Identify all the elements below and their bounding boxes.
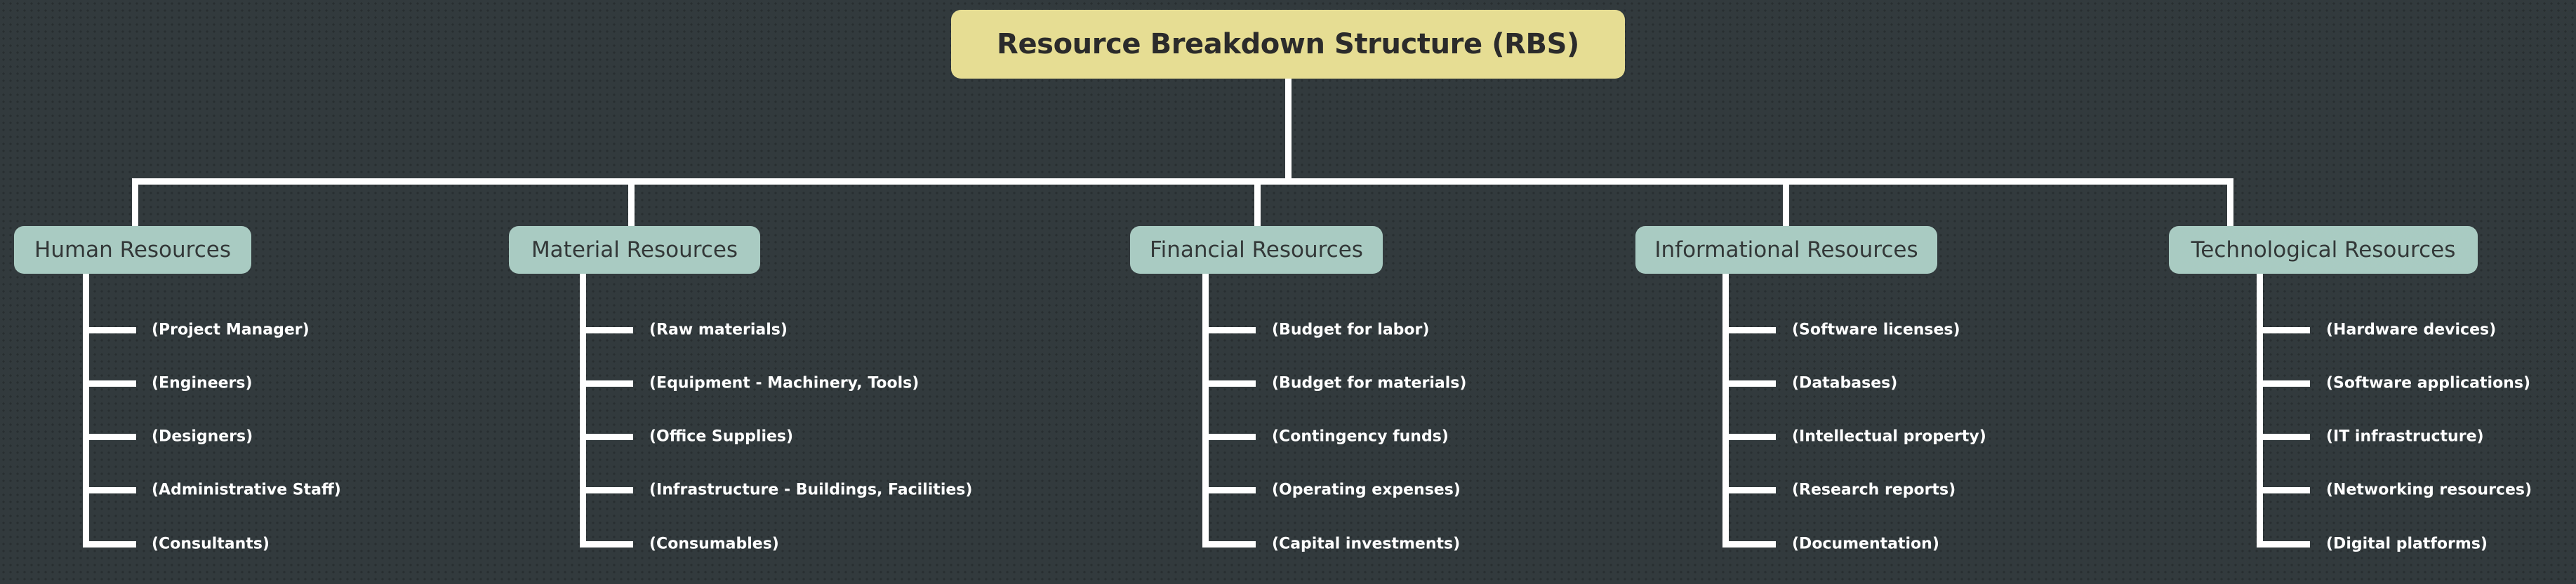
leaf-label-3-5: (Capital investments) xyxy=(1272,535,1461,553)
leaf-tick-2-4 xyxy=(580,487,633,493)
connector-drop-branch-4 xyxy=(1783,178,1789,226)
leaf-label-2-5: (Consumables) xyxy=(649,535,779,553)
category-node-technological-resources[interactable]: Technological Resources xyxy=(2169,226,2478,274)
connector-drop-branch-3 xyxy=(1254,178,1261,226)
leaf-spine-branch-2 xyxy=(580,274,586,548)
leaf-label-1-4: (Administrative Staff) xyxy=(152,481,341,499)
leaf-tick-4-1 xyxy=(1722,327,1776,333)
leaf-tick-5-2 xyxy=(2257,380,2310,387)
connector-root-drop xyxy=(1285,79,1292,184)
leaf-spine-branch-4 xyxy=(1722,274,1729,548)
leaf-label-1-2: (Engineers) xyxy=(152,374,253,392)
leaf-tick-1-4 xyxy=(83,487,136,493)
leaf-label-4-1: (Software licenses) xyxy=(1792,321,1960,339)
leaf-tick-2-3 xyxy=(580,434,633,440)
connector-horizontal-bus xyxy=(132,178,2233,185)
leaf-tick-4-3 xyxy=(1722,434,1776,440)
leaf-tick-5-1 xyxy=(2257,327,2310,333)
category-node-label: Technological Resources xyxy=(2191,237,2456,263)
category-node-label: Informational Resources xyxy=(1654,237,1918,263)
leaf-label-4-3: (Intellectual property) xyxy=(1792,427,1986,446)
category-node-label: Financial Resources xyxy=(1150,237,1363,263)
leaf-label-4-4: (Research reports) xyxy=(1792,481,1956,499)
leaf-label-5-4: (Networking resources) xyxy=(2326,481,2532,499)
root-node-label: Resource Breakdown Structure (RBS) xyxy=(997,28,1579,60)
leaf-spine-branch-3 xyxy=(1202,274,1209,548)
leaf-tick-3-4 xyxy=(1202,487,1256,493)
leaf-label-2-3: (Office Supplies) xyxy=(649,427,794,446)
leaf-tick-1-1 xyxy=(83,327,136,333)
leaf-tick-5-4 xyxy=(2257,487,2310,493)
connector-drop-branch-1 xyxy=(132,178,138,226)
leaf-tick-2-2 xyxy=(580,380,633,387)
leaf-tick-1-2 xyxy=(83,380,136,387)
leaf-tick-1-5 xyxy=(83,541,136,548)
connector-drop-branch-2 xyxy=(628,178,635,226)
leaf-label-2-4: (Infrastructure - Buildings, Facilities) xyxy=(649,481,973,499)
leaf-tick-2-1 xyxy=(580,327,633,333)
category-node-label: Material Resources xyxy=(531,237,738,263)
leaf-label-4-5: (Documentation) xyxy=(1792,535,1939,553)
leaf-tick-5-3 xyxy=(2257,434,2310,440)
leaf-label-5-5: (Digital platforms) xyxy=(2326,535,2488,553)
leaf-tick-3-1 xyxy=(1202,327,1256,333)
leaf-tick-3-2 xyxy=(1202,380,1256,387)
leaf-label-1-1: (Project Manager) xyxy=(152,321,310,339)
leaf-tick-2-5 xyxy=(580,541,633,548)
leaf-tick-5-5 xyxy=(2257,541,2310,548)
leaf-label-2-2: (Equipment - Machinery, Tools) xyxy=(649,374,919,392)
leaf-tick-3-3 xyxy=(1202,434,1256,440)
leaf-label-3-2: (Budget for materials) xyxy=(1272,374,1467,392)
leaf-label-5-1: (Hardware devices) xyxy=(2326,321,2497,339)
category-node-informational-resources[interactable]: Informational Resources xyxy=(1635,226,1937,274)
leaf-tick-3-5 xyxy=(1202,541,1256,548)
leaf-label-5-3: (IT infrastructure) xyxy=(2326,427,2484,446)
category-node-financial-resources[interactable]: Financial Resources xyxy=(1130,226,1383,274)
leaf-label-1-3: (Designers) xyxy=(152,427,253,446)
root-node-rbs[interactable]: Resource Breakdown Structure (RBS) xyxy=(951,10,1625,79)
connector-drop-branch-5 xyxy=(2227,178,2233,226)
leaf-tick-4-2 xyxy=(1722,380,1776,387)
leaf-label-1-5: (Consultants) xyxy=(152,535,270,553)
leaf-label-4-2: (Databases) xyxy=(1792,374,1898,392)
leaf-label-3-1: (Budget for labor) xyxy=(1272,321,1430,339)
leaf-label-5-2: (Software applications) xyxy=(2326,374,2530,392)
leaf-label-3-3: (Contingency funds) xyxy=(1272,427,1449,446)
leaf-label-2-1: (Raw materials) xyxy=(649,321,788,339)
category-node-human-resources[interactable]: Human Resources xyxy=(14,226,251,274)
leaf-spine-branch-1 xyxy=(83,274,89,548)
leaf-tick-1-3 xyxy=(83,434,136,440)
leaf-tick-4-4 xyxy=(1722,487,1776,493)
leaf-spine-branch-5 xyxy=(2257,274,2263,548)
category-node-material-resources[interactable]: Material Resources xyxy=(509,226,760,274)
category-node-label: Human Resources xyxy=(34,237,231,263)
leaf-label-3-4: (Operating expenses) xyxy=(1272,481,1461,499)
leaf-tick-4-5 xyxy=(1722,541,1776,548)
